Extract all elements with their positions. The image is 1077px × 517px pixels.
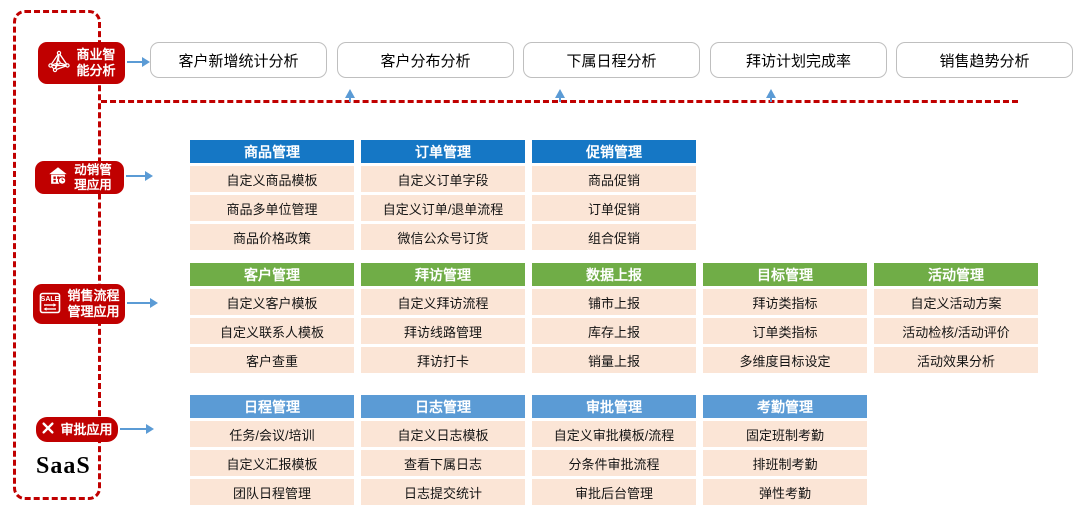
table-cell: 固定班制考勤 <box>703 421 867 447</box>
table-cell: 拜访类指标 <box>703 289 867 315</box>
module-table: 日程管理 任务/会议/培训 自定义汇报模板 团队日程管理 <box>190 395 354 505</box>
badge-approval-app: 审批应用 <box>36 417 118 442</box>
table-header: 客户管理 <box>190 263 354 286</box>
table-cell: 商品价格政策 <box>190 224 354 250</box>
table-header: 目标管理 <box>703 263 867 286</box>
right-arrow-icon <box>126 171 153 181</box>
table-cell: 微信公众号订货 <box>361 224 525 250</box>
analysis-box: 拜访计划完成率 <box>710 42 887 78</box>
badge-label: 商业智 能分析 <box>76 47 116 78</box>
table-cell: 库存上报 <box>532 318 696 344</box>
table-cell: 查看下属日志 <box>361 450 525 476</box>
table-header: 商品管理 <box>190 140 354 163</box>
module-table: 客户管理 自定义客户模板 自定义联系人模板 客户查重 <box>190 263 354 373</box>
right-arrow-icon <box>120 424 154 434</box>
analysis-box: 销售趋势分析 <box>896 42 1073 78</box>
analysis-box: 客户新增统计分析 <box>150 42 327 78</box>
table-cell: 任务/会议/培训 <box>190 421 354 447</box>
table-cell: 客户查重 <box>190 347 354 373</box>
module-table: 数据上报 铺市上报 库存上报 销量上报 <box>532 263 696 373</box>
badge-sales-process-app: SALE 销售流程 管理应用 <box>33 284 125 324</box>
table-cell: 订单类指标 <box>703 318 867 344</box>
table-cell: 活动效果分析 <box>874 347 1038 373</box>
table-cell: 自定义活动方案 <box>874 289 1038 315</box>
table-cell: 审批后台管理 <box>532 479 696 505</box>
module-table: 商品管理 自定义商品模板 商品多单位管理 商品价格政策 <box>190 140 354 250</box>
module-table: 日志管理 自定义日志模板 查看下属日志 日志提交统计 <box>361 395 525 505</box>
badge-sales-movement-app: 动销管 理应用 <box>35 161 124 194</box>
analysis-box: 下属日程分析 <box>523 42 700 78</box>
table-cell: 自定义汇报模板 <box>190 450 354 476</box>
up-arrow-icon <box>766 89 776 102</box>
table-cell: 多维度目标设定 <box>703 347 867 373</box>
module-table: 考勤管理 固定班制考勤 排班制考勤 弹性考勤 <box>703 395 867 505</box>
table-cell: 铺市上报 <box>532 289 696 315</box>
table-cell: 自定义商品模板 <box>190 166 354 192</box>
table-cell: 销量上报 <box>532 347 696 373</box>
store-icon <box>47 165 69 190</box>
table-header: 考勤管理 <box>703 395 867 418</box>
svg-text:SALE: SALE <box>41 296 60 303</box>
table-cell: 订单促销 <box>532 195 696 221</box>
table-cell: 商品多单位管理 <box>190 195 354 221</box>
network-icon <box>47 50 71 77</box>
table-cell: 自定义拜访流程 <box>361 289 525 315</box>
table-cell: 日志提交统计 <box>361 479 525 505</box>
table-cell: 自定义审批模板/流程 <box>532 421 696 447</box>
table-cell: 团队日程管理 <box>190 479 354 505</box>
badge-label: 动销管 理应用 <box>74 162 112 192</box>
module-table: 促销管理 商品促销 订单促销 组合促销 <box>532 140 696 250</box>
table-cell: 自定义联系人模板 <box>190 318 354 344</box>
badge-label: 审批应用 <box>60 421 113 437</box>
table-header: 数据上报 <box>532 263 696 286</box>
up-arrow-icon <box>345 89 355 102</box>
module-table: 订单管理 自定义订单字段 自定义订单/退单流程 微信公众号订货 <box>361 140 525 250</box>
table-cell: 自定义订单/退单流程 <box>361 195 525 221</box>
table-header: 日程管理 <box>190 395 354 418</box>
right-arrow-icon <box>127 57 150 67</box>
module-table: 目标管理 拜访类指标 订单类指标 多维度目标设定 <box>703 263 867 373</box>
table-cell: 拜访线路管理 <box>361 318 525 344</box>
sale-tag-icon: SALE <box>38 291 62 318</box>
table-cell: 组合促销 <box>532 224 696 250</box>
table-cell: 弹性考勤 <box>703 479 867 505</box>
module-table: 拜访管理 自定义拜访流程 拜访线路管理 拜访打卡 <box>361 263 525 373</box>
table-header: 订单管理 <box>361 140 525 163</box>
table-header: 拜访管理 <box>361 263 525 286</box>
module-table: 审批管理 自定义审批模板/流程 分条件审批流程 审批后台管理 <box>532 395 696 505</box>
table-header: 促销管理 <box>532 140 696 163</box>
table-cell: 活动检核/活动评价 <box>874 318 1038 344</box>
table-cell: 自定义订单字段 <box>361 166 525 192</box>
table-cell: 自定义日志模板 <box>361 421 525 447</box>
analysis-box: 客户分布分析 <box>337 42 514 78</box>
module-table: 活动管理 自定义活动方案 活动检核/活动评价 活动效果分析 <box>874 263 1038 373</box>
saas-label: SaaS <box>36 453 91 479</box>
right-arrow-icon <box>127 298 158 308</box>
table-cell: 排班制考勤 <box>703 450 867 476</box>
table-header: 审批管理 <box>532 395 696 418</box>
badge-bi-analysis: 商业智 能分析 <box>38 42 125 84</box>
table-cell: 拜访打卡 <box>361 347 525 373</box>
badge-label: 销售流程 管理应用 <box>67 288 120 319</box>
table-header: 活动管理 <box>874 263 1038 286</box>
table-header: 日志管理 <box>361 395 525 418</box>
up-arrow-icon <box>555 89 565 102</box>
table-cell: 商品促销 <box>532 166 696 192</box>
saas-boundary-frame <box>13 10 101 500</box>
tools-icon <box>41 421 55 438</box>
table-cell: 自定义客户模板 <box>190 289 354 315</box>
table-cell: 分条件审批流程 <box>532 450 696 476</box>
